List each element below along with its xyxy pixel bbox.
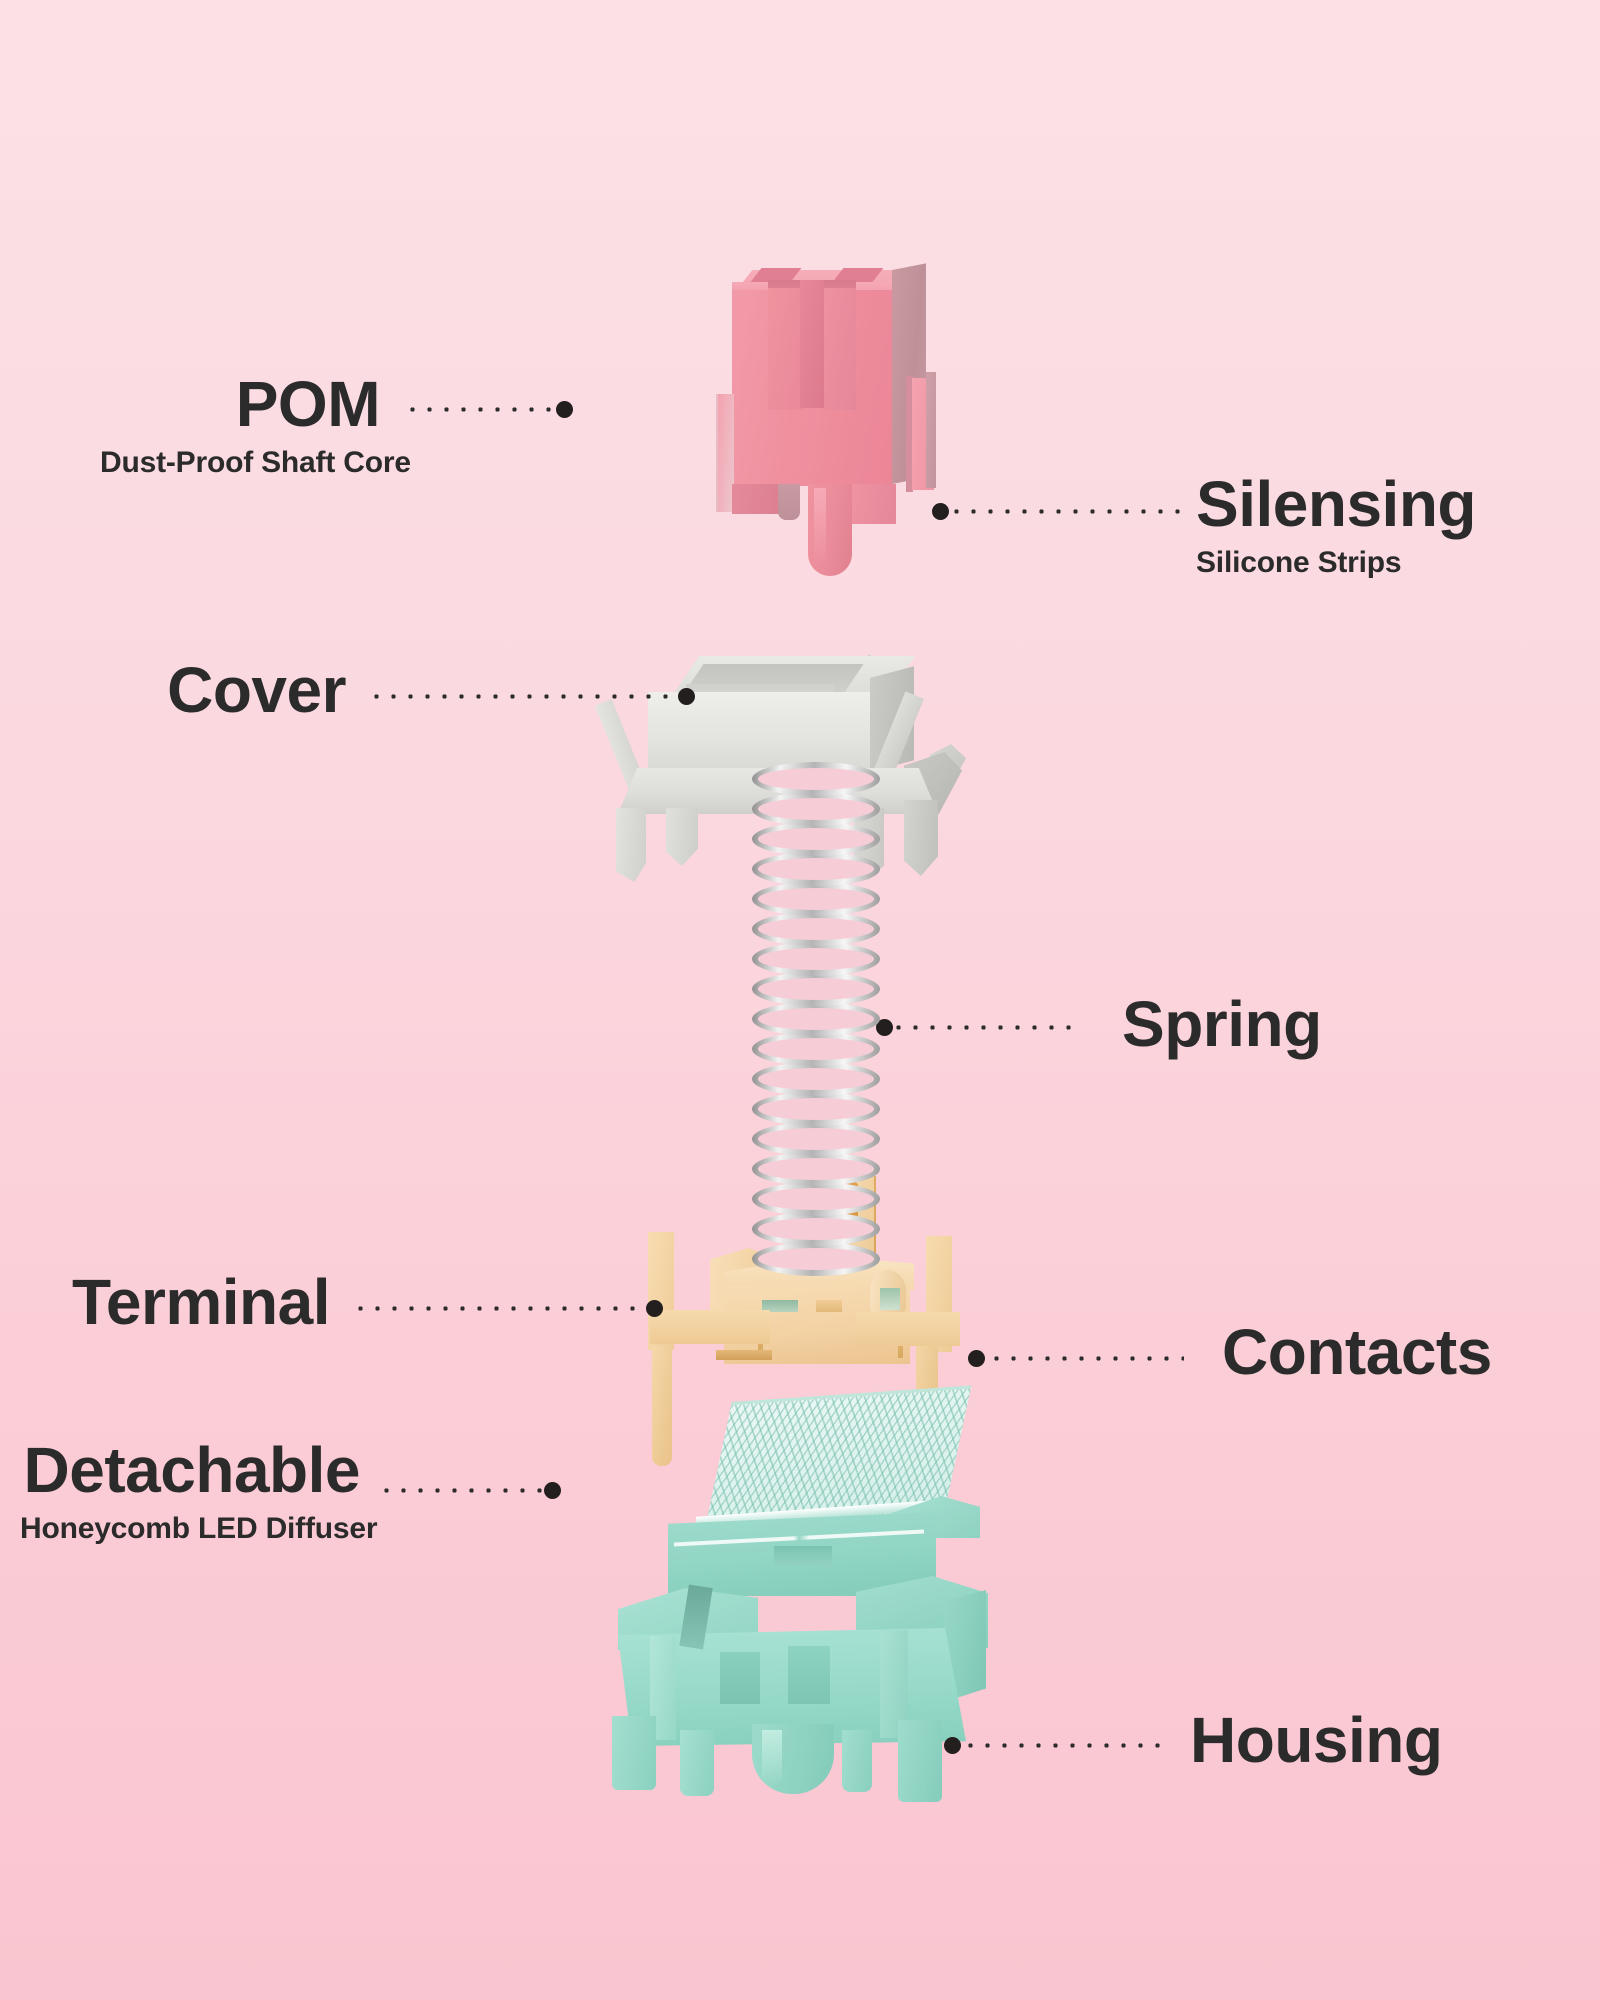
label-silensing-title: Silensing: [1196, 468, 1477, 540]
label-terminal-title: Terminal: [72, 1266, 331, 1338]
stem-skirt-nub: [778, 484, 800, 520]
spring-coil: [752, 852, 880, 886]
label-contacts: Contacts: [1222, 1320, 1492, 1384]
housing-front-notch-a: [720, 1652, 760, 1704]
spring-coil: [752, 1212, 880, 1246]
spring-coil: [752, 1242, 880, 1276]
leader-dot-terminal: [646, 1300, 663, 1317]
label-cover-title: Cover: [167, 654, 346, 726]
contact-leaf-gap: [880, 1288, 900, 1310]
leader-dot-contacts: [968, 1350, 985, 1367]
housing-center-post-highlight: [762, 1730, 782, 1786]
leader-line-detachable: [378, 1487, 550, 1494]
stem-cross-slot-vertical: [800, 280, 824, 408]
silicone-strip-edge: [906, 376, 913, 492]
leader-dot-detachable: [544, 1482, 561, 1499]
label-detachable: Detachable Honeycomb LED Diffuser: [20, 1434, 378, 1545]
spring-coil: [752, 1152, 880, 1186]
leader-line-terminal: [352, 1305, 652, 1312]
terminal-pin-left: [652, 1346, 672, 1466]
spring-coil: [752, 1122, 880, 1156]
part-bottom-housing: [592, 1385, 1012, 1812]
spring-coil: [752, 822, 880, 856]
leader-line-silensing: [948, 508, 1188, 515]
housing-back-slot: [774, 1546, 832, 1566]
label-silensing-subtitle: Silicone Strips: [1196, 546, 1402, 579]
spring-coil: [752, 762, 880, 796]
leader-line-spring: [890, 1024, 1076, 1031]
stem-slot-inner-right: [820, 288, 856, 410]
leader-line-contacts: [988, 1355, 1184, 1362]
label-housing: Housing: [1190, 1704, 1443, 1776]
housing-front-notch-b: [788, 1646, 830, 1704]
housing-foot-left-inner: [680, 1730, 714, 1796]
contact-pcb-chip: [762, 1300, 798, 1312]
spring-coil: [752, 1032, 880, 1066]
stem-pole-highlight: [814, 488, 826, 566]
silicone-strip-side: [926, 372, 936, 488]
label-pom: POM Dust-Proof Shaft Core: [100, 368, 411, 479]
spring-coil: [752, 792, 880, 826]
label-housing-title: Housing: [1190, 1704, 1443, 1776]
stem-left-flange: [718, 394, 734, 512]
contact-small-tab: [816, 1300, 842, 1312]
terminal-left-wing: [650, 1310, 770, 1344]
stem-slot-inner-left: [768, 288, 804, 410]
spring-coil: [752, 1182, 880, 1216]
spring-coil: [752, 972, 880, 1006]
stem-skirt-right: [852, 484, 896, 524]
label-terminal: Terminal: [40, 1266, 331, 1338]
leader-line-housing: [962, 1742, 1162, 1749]
leader-line-pom: [404, 406, 562, 413]
label-silensing: Silensing Silicone Strips: [1196, 468, 1477, 579]
part-pom-stem: [716, 258, 944, 576]
label-pom-title: POM: [235, 368, 381, 440]
label-pom-subtitle: Dust-Proof Shaft Core: [100, 446, 411, 479]
cover-leg-right-outer: [904, 800, 938, 876]
spring-coil: [752, 1062, 880, 1096]
leader-dot-spring: [876, 1019, 893, 1036]
cover-leg-left-outer: [616, 808, 646, 882]
terminal-right-wing: [856, 1312, 960, 1346]
spring-coil: [752, 942, 880, 976]
spring-coil: [752, 912, 880, 946]
spring-coil: [752, 1092, 880, 1126]
label-spring-title: Spring: [1122, 988, 1322, 1060]
terminal-shadow-strip: [716, 1350, 772, 1360]
spring-coil: [752, 882, 880, 916]
label-detachable-title: Detachable: [23, 1434, 361, 1506]
label-cover: Cover: [60, 658, 346, 722]
label-detachable-subtitle: Honeycomb LED Diffuser: [20, 1512, 378, 1545]
part-spring: [752, 762, 880, 1272]
leader-line-cover: [368, 693, 686, 700]
leader-dot-housing: [944, 1737, 961, 1754]
label-contacts-title: Contacts: [1222, 1316, 1492, 1388]
housing-foot-left-outer: [612, 1716, 656, 1790]
housing-foot-right-inner: [842, 1730, 872, 1792]
spring-coil: [752, 1002, 880, 1036]
cover-front-wall: [648, 692, 870, 778]
housing-foot-right-outer: [898, 1720, 942, 1802]
leader-dot-silensing: [932, 503, 949, 520]
cover-leg-left-inner: [666, 808, 698, 866]
label-spring: Spring: [1122, 992, 1322, 1056]
leader-dot-pom: [556, 401, 573, 418]
leader-dot-cover: [678, 688, 695, 705]
